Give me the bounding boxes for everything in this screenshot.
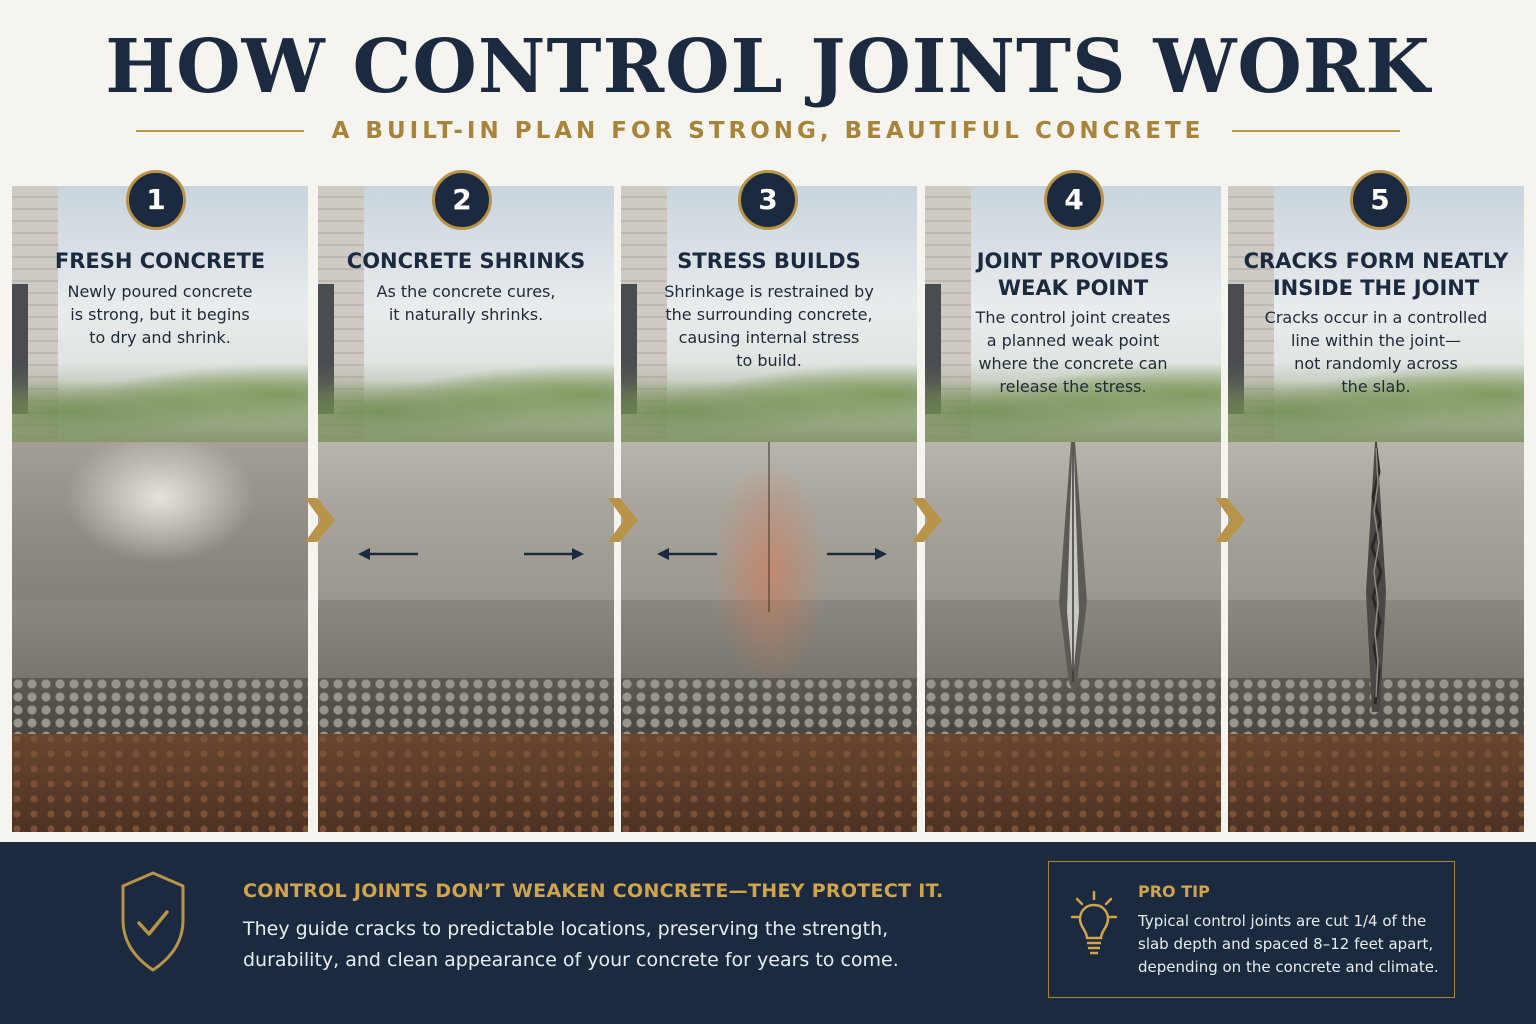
divider	[1232, 130, 1401, 132]
step-title: STRESS BUILDS	[677, 249, 861, 273]
shield-check-icon	[121, 871, 185, 972]
soil-layer	[1228, 734, 1524, 832]
step-panel-1: FRESH CONCRETE Newly poured concrete is …	[12, 186, 308, 832]
footer-heading: CONTROL JOINTS DON’T WEAKEN CONCRETE—THE…	[243, 880, 944, 902]
concrete-slab-edge	[318, 600, 614, 678]
step-number-badge: 3	[738, 170, 798, 230]
soil-layer	[621, 734, 917, 832]
soil-layer	[12, 734, 308, 832]
chevron-right-icon	[305, 498, 335, 542]
trees-background	[1228, 362, 1524, 444]
step-panel-2: CONCRETE SHRINKS As the concrete cures, …	[318, 186, 614, 832]
divider	[135, 130, 304, 132]
step-description: Shrinkage is restrained by the surroundi…	[664, 282, 874, 370]
gravel-base	[12, 678, 308, 734]
trees-background	[621, 362, 917, 444]
step-title: CONCRETE SHRINKS	[346, 249, 586, 273]
control-joint-cut	[1057, 442, 1089, 692]
chevron-right-icon	[912, 498, 942, 542]
step-description: The control joint creates a planned weak…	[975, 308, 1171, 396]
step-panel-3: STRESS BUILDS Shrinkage is restrained by…	[621, 186, 917, 832]
trees-background	[12, 362, 308, 444]
lightbulb-icon	[1071, 890, 1117, 955]
chevron-right-icon	[608, 498, 638, 542]
page-subtitle: A BUILT-IN PLAN FOR STRONG, BEAUTIFUL CO…	[331, 118, 1205, 144]
step-panel-5: CRACKS FORM NEATLY INSIDE THE JOINT Crac…	[1228, 186, 1524, 832]
step-number-badge: 2	[432, 170, 492, 230]
step-number-badge: 1	[126, 170, 186, 230]
step-description: As the concrete cures, it naturally shri…	[376, 282, 556, 324]
concrete-slab-edge	[12, 600, 308, 678]
pro-tip-text: Typical control joints are cut 1/4 of th…	[1138, 912, 1439, 976]
step-title: JOINT PROVIDES WEAK POINT	[976, 249, 1170, 300]
concrete-slab-surface	[12, 442, 308, 600]
trees-background	[318, 362, 614, 444]
step-title: FRESH CONCRETE	[54, 249, 266, 273]
step-title: CRACKS FORM NEATLY INSIDE THE JOINT	[1243, 249, 1509, 300]
step-number-badge: 5	[1350, 170, 1410, 230]
footer-banner: CONTROL JOINTS DON’T WEAKEN CONCRETE—THE…	[0, 842, 1536, 1024]
steps-panels: FRESH CONCRETE Newly poured concrete is …	[12, 170, 1524, 832]
pro-tip-box: PRO TIP Typical control joints are cut 1…	[1048, 861, 1455, 998]
step-panel-4: JOINT PROVIDES WEAK POINT The control jo…	[925, 186, 1221, 832]
chevron-right-icon	[1215, 498, 1245, 542]
cracked-joint	[1360, 442, 1392, 712]
soil-layer	[925, 734, 1221, 832]
step-description: Newly poured concrete is strong, but it …	[67, 282, 253, 347]
arrow-left-icon	[657, 548, 717, 560]
soil-layer	[318, 734, 614, 832]
footer-description: They guide cracks to predictable locatio…	[243, 918, 899, 971]
arrow-left-icon	[358, 548, 418, 560]
page-title: HOW CONTROL JOINTS WORK	[105, 24, 1431, 110]
trees-background	[925, 362, 1221, 444]
step-number-badge: 4	[1044, 170, 1104, 230]
pro-tip-heading: PRO TIP	[1138, 882, 1210, 901]
gravel-base	[318, 678, 614, 734]
arrow-right-icon	[827, 548, 887, 560]
concrete-slab-surface	[318, 442, 614, 600]
step-description: Cracks occur in a controlled line within…	[1264, 308, 1488, 396]
arrow-right-icon	[524, 548, 584, 560]
subtitle-row: A BUILT-IN PLAN FOR STRONG, BEAUTIFUL CO…	[0, 116, 1536, 146]
stress-line	[768, 442, 770, 612]
